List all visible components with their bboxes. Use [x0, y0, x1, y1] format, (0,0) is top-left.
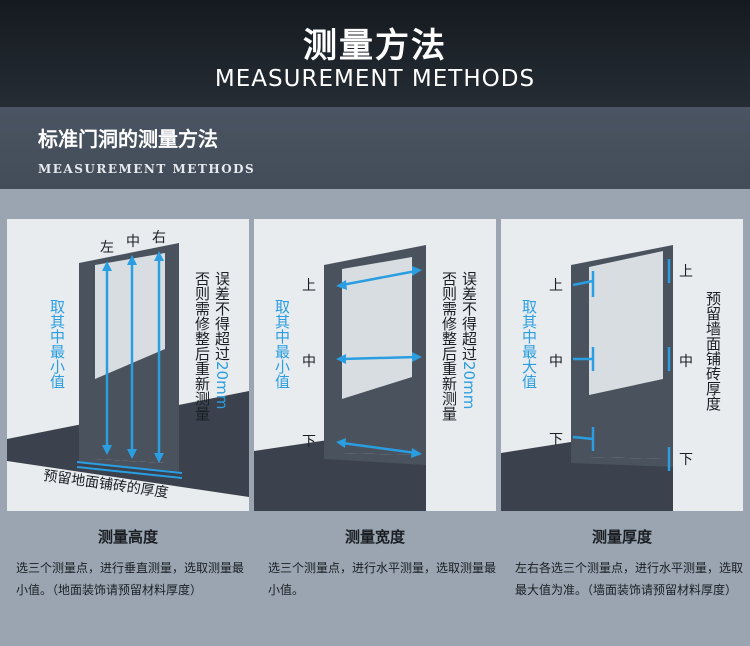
- measure-arrows: [336, 266, 422, 458]
- caption-text-thickness: 左右各选三个测量点，进行水平测量，选取最大值为准。（墙面装饰请预留材料厚度）: [515, 561, 744, 597]
- side-note-min: 取其中最小值: [273, 299, 291, 389]
- tolerance-line-1: 误差不得超过: [213, 271, 231, 361]
- width-diagram: [254, 235, 496, 511]
- marker-right: 右: [152, 230, 166, 246]
- panel-width-diagram: 上 中 下 取其中最小值 误差不得超过20mm 否则需修整后重新测量: [254, 219, 496, 511]
- tolerance-value: 20mm: [213, 361, 231, 410]
- page-title: 测量方法: [303, 26, 447, 66]
- tolerance-note: 误差不得超过20mm 否则需修整后重新测量: [439, 271, 479, 471]
- side-note-min: 取其中最小值: [48, 299, 66, 389]
- door-inner-floor: [95, 349, 165, 463]
- section-title: 标准门洞的测量方法: [38, 127, 218, 151]
- header-banner: 测量方法 MEASUREMENT METHODS: [0, 0, 750, 107]
- tolerance-line-2: 否则需修整后重新测量: [440, 271, 458, 421]
- marker-bottom: 下: [302, 434, 316, 450]
- marker-top: 上: [302, 278, 316, 294]
- marker-left-top: 上: [549, 278, 563, 294]
- caption-title-height: 测量高度: [97, 528, 158, 546]
- marker-right-bottom: 下: [679, 452, 693, 468]
- caption-title-width: 测量宽度: [344, 528, 405, 546]
- tolerance-line-2: 否则需修整后重新测量: [193, 271, 211, 421]
- thickness-diagram: [501, 237, 743, 511]
- tolerance-note: 误差不得超过20mm 否则需修整后重新测量: [192, 271, 232, 471]
- section-subtitle: MEASUREMENT METHODS: [38, 162, 256, 176]
- tolerance-line-1: 误差不得超过: [460, 271, 478, 361]
- caption-text-width: 选三个测量点，进行水平测量，选取测量最小值。: [268, 561, 497, 597]
- section-band: 标准门洞的测量方法 MEASUREMENT METHODS: [0, 107, 750, 189]
- marker-middle: 中: [126, 234, 140, 250]
- marker-left: 左: [100, 240, 114, 256]
- page-subtitle: MEASUREMENT METHODS: [214, 66, 536, 92]
- tolerance-value: 20mm: [460, 361, 478, 410]
- marker-right-top: 上: [679, 264, 693, 280]
- panel-thickness-diagram: 上 中 下 上 中 下 取其中最大值 预留墙面铺砖厚度: [501, 219, 743, 511]
- height-diagram: [7, 243, 249, 511]
- caption-text-height: 选三个测量点，进行垂直测量，选取测量最小值。（地面装饰请预留材料厚度）: [16, 561, 245, 597]
- marker-middle: 中: [302, 354, 316, 370]
- measure-arrows: [102, 251, 164, 463]
- marker-right-middle: 中: [679, 354, 693, 370]
- measure-ticks: [572, 259, 671, 471]
- side-note-max: 取其中最大值: [520, 299, 538, 389]
- marker-left-middle: 中: [549, 354, 563, 370]
- reserve-note: 预留墙面铺砖厚度: [704, 291, 722, 411]
- caption-title-thickness: 测量厚度: [591, 528, 652, 546]
- panel-height-diagram: 左 中 右 取其中最小值 误差不得超过20mm 否则需修整后重新测量 预留地面铺…: [7, 219, 249, 511]
- marker-left-bottom: 下: [549, 432, 563, 448]
